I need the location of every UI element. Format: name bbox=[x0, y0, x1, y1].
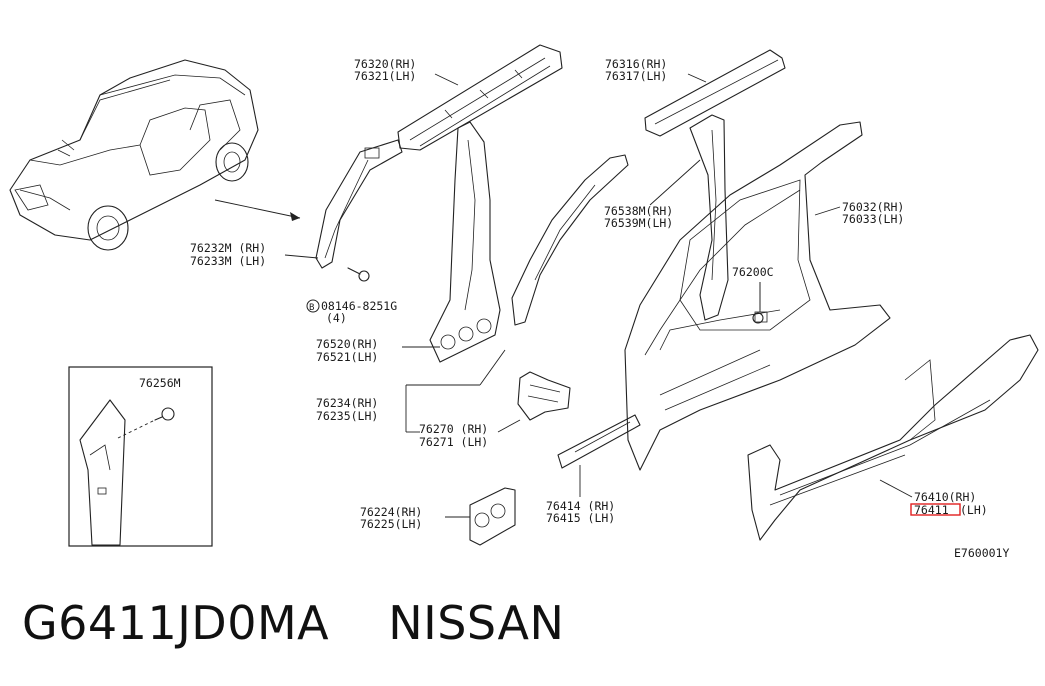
label-76270: 76270 (RH) bbox=[419, 422, 488, 436]
label-76032: 76032(RH) bbox=[842, 200, 904, 214]
label-76410: 76410(RH) bbox=[914, 490, 976, 504]
body-side-outer-part bbox=[624, 121, 891, 471]
plate-part bbox=[469, 487, 516, 546]
pointer-arrow bbox=[214, 199, 301, 219]
label-bolt-qty: (4) bbox=[326, 311, 347, 325]
label-76538m: 76538M(RH) bbox=[604, 204, 673, 218]
brand-name: NISSAN bbox=[388, 596, 565, 650]
label-76539m: 76539M(LH) bbox=[604, 216, 673, 230]
sill-outer-part bbox=[747, 334, 1039, 541]
label-76224: 76224(RH) bbox=[360, 505, 422, 519]
parts-diagram: 76320(RH) 76321(LH) 76316(RH) 76317(LH) … bbox=[9, 44, 1039, 560]
leader-lines bbox=[284, 73, 913, 518]
label-76225: 76225(LH) bbox=[360, 517, 422, 531]
label-76271: 76271 (LH) bbox=[419, 435, 488, 449]
label-76200c: 76200C bbox=[732, 265, 774, 279]
label-76232m: 76232M (RH) bbox=[190, 241, 266, 255]
detail-inset bbox=[68, 366, 213, 547]
center-pillar-part bbox=[511, 154, 629, 326]
label-76520: 76520(RH) bbox=[316, 337, 378, 351]
b-pillar-inner-part bbox=[429, 121, 501, 363]
highlight-box-76411 bbox=[910, 503, 961, 516]
label-76234: 76234(RH) bbox=[316, 396, 378, 410]
label-76415: 76415 (LH) bbox=[546, 511, 615, 525]
footer-caption: G6411JD0MA NISSAN bbox=[22, 596, 1022, 666]
label-76411-side: (LH) bbox=[960, 503, 988, 517]
arrow-head-icon bbox=[290, 212, 300, 221]
label-76414: 76414 (RH) bbox=[546, 499, 615, 513]
roof-side-rail-part bbox=[644, 49, 786, 137]
b-pillar-reinforcement-part bbox=[689, 114, 729, 321]
label-76316: 76316(RH) bbox=[605, 57, 667, 71]
label-76411-number: 76411 bbox=[914, 503, 949, 517]
car-illustration bbox=[9, 59, 259, 251]
label-76317: 76317(LH) bbox=[605, 69, 667, 83]
part-number: G6411JD0MA bbox=[22, 596, 330, 650]
label-76321: 76321(LH) bbox=[354, 69, 416, 83]
sill-reinforcement-part bbox=[557, 414, 641, 469]
a-pillar-part bbox=[315, 139, 403, 269]
bracket-part bbox=[517, 371, 571, 421]
label-76235: 76235(LH) bbox=[316, 409, 378, 423]
clip-part bbox=[752, 282, 764, 324]
label-bolt-number: 08146-8251G bbox=[321, 299, 397, 313]
label-76233m: 76233M (LH) bbox=[190, 254, 266, 268]
bolt-part bbox=[347, 267, 370, 282]
bolt-callout-letter: B bbox=[309, 303, 314, 313]
roof-rail-part bbox=[397, 44, 563, 151]
label-76320: 76320(RH) bbox=[354, 57, 416, 71]
label-76521: 76521(LH) bbox=[316, 350, 378, 364]
diagram-code: E760001Y bbox=[954, 546, 1009, 560]
label-76256m: 76256M bbox=[139, 376, 181, 390]
label-76033: 76033(LH) bbox=[842, 212, 904, 226]
bolt-callout-circle-icon bbox=[306, 299, 320, 313]
